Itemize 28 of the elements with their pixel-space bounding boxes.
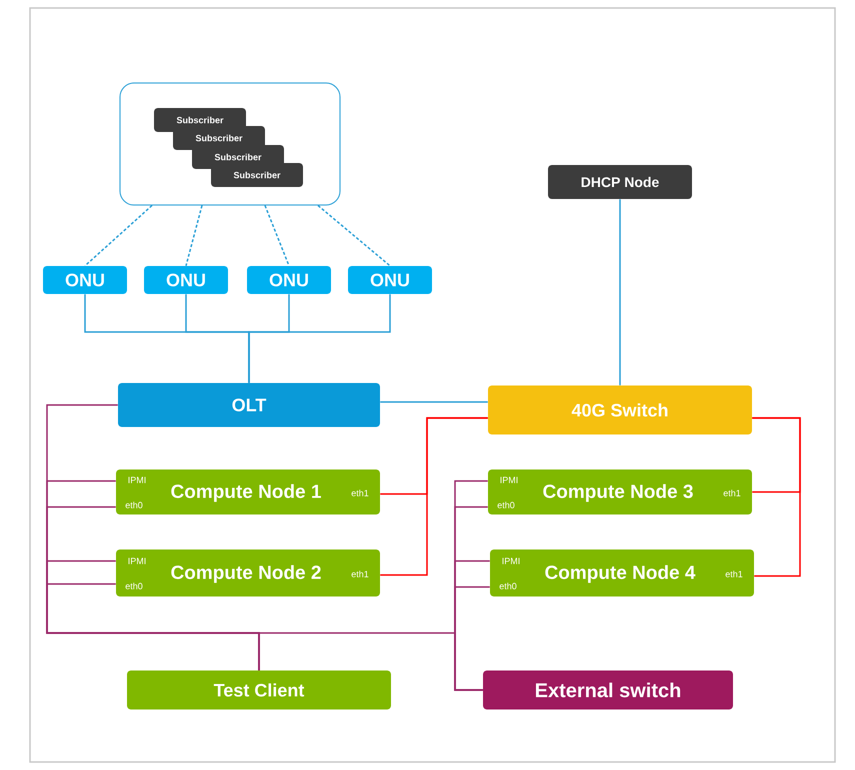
connector-line (264, 205, 290, 266)
connector-line (752, 417, 801, 577)
compute-node-box: IPMI Compute Node 2 eth0 eth1 (116, 550, 380, 596)
connector-line (185, 205, 203, 266)
connector-line (318, 204, 390, 266)
compute-node-box: IPMI Compute Node 1 eth0 eth1 (116, 470, 380, 514)
compute-node-box: IPMI Compute Node 3 eth0 eth1 (488, 470, 752, 514)
connector-line (380, 401, 488, 403)
connector-line (619, 199, 621, 386)
client-box: Test Client (127, 670, 391, 710)
compute-node-box: IPMI Compute Node 4 eth0 eth1 (490, 550, 754, 596)
switch-box: External switch (483, 670, 733, 710)
subscriber-box: Subscriber (211, 163, 303, 187)
node-label: Subscriber (196, 134, 242, 142)
olt-box: OLT (118, 383, 380, 427)
onu-box: ONU (348, 266, 432, 294)
node-label: Subscriber (234, 172, 280, 178)
connector-line (248, 294, 391, 383)
node-label: Subscriber (176, 116, 224, 124)
switch-box: 40G Switch (488, 386, 752, 434)
onu-box: ONU (144, 266, 228, 294)
connector-line (258, 632, 483, 691)
server-box: DHCP Node (548, 165, 692, 199)
onu-box: ONU (43, 266, 127, 294)
connector-line (84, 204, 152, 266)
connector-line (380, 417, 488, 576)
onu-box: ONU (247, 266, 331, 294)
node-label: Subscriber (214, 154, 262, 160)
